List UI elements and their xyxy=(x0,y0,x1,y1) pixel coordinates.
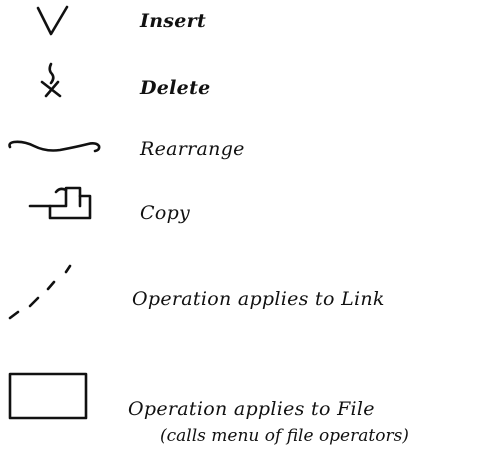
copy-mark-icon xyxy=(28,186,92,220)
delete-mark-icon xyxy=(40,62,62,98)
dashed-link-line-icon xyxy=(8,264,72,320)
legend-label-link-operation: Operation applies to Link xyxy=(132,288,385,310)
legend-sublabel-file-operators: (calls menu of file operators) xyxy=(160,426,409,446)
legend-label-delete: Delete xyxy=(140,77,211,99)
legend-label-file-operation: Operation applies to File xyxy=(128,398,375,420)
insert-v-mark-icon xyxy=(36,5,69,36)
rearrange-tilde-icon xyxy=(8,140,101,153)
legend-label-rearrange: Rearrange xyxy=(140,138,245,160)
rectangle-file-icon xyxy=(8,372,88,420)
legend-label-copy: Copy xyxy=(140,202,191,224)
legend-label-insert: Insert xyxy=(140,10,207,32)
